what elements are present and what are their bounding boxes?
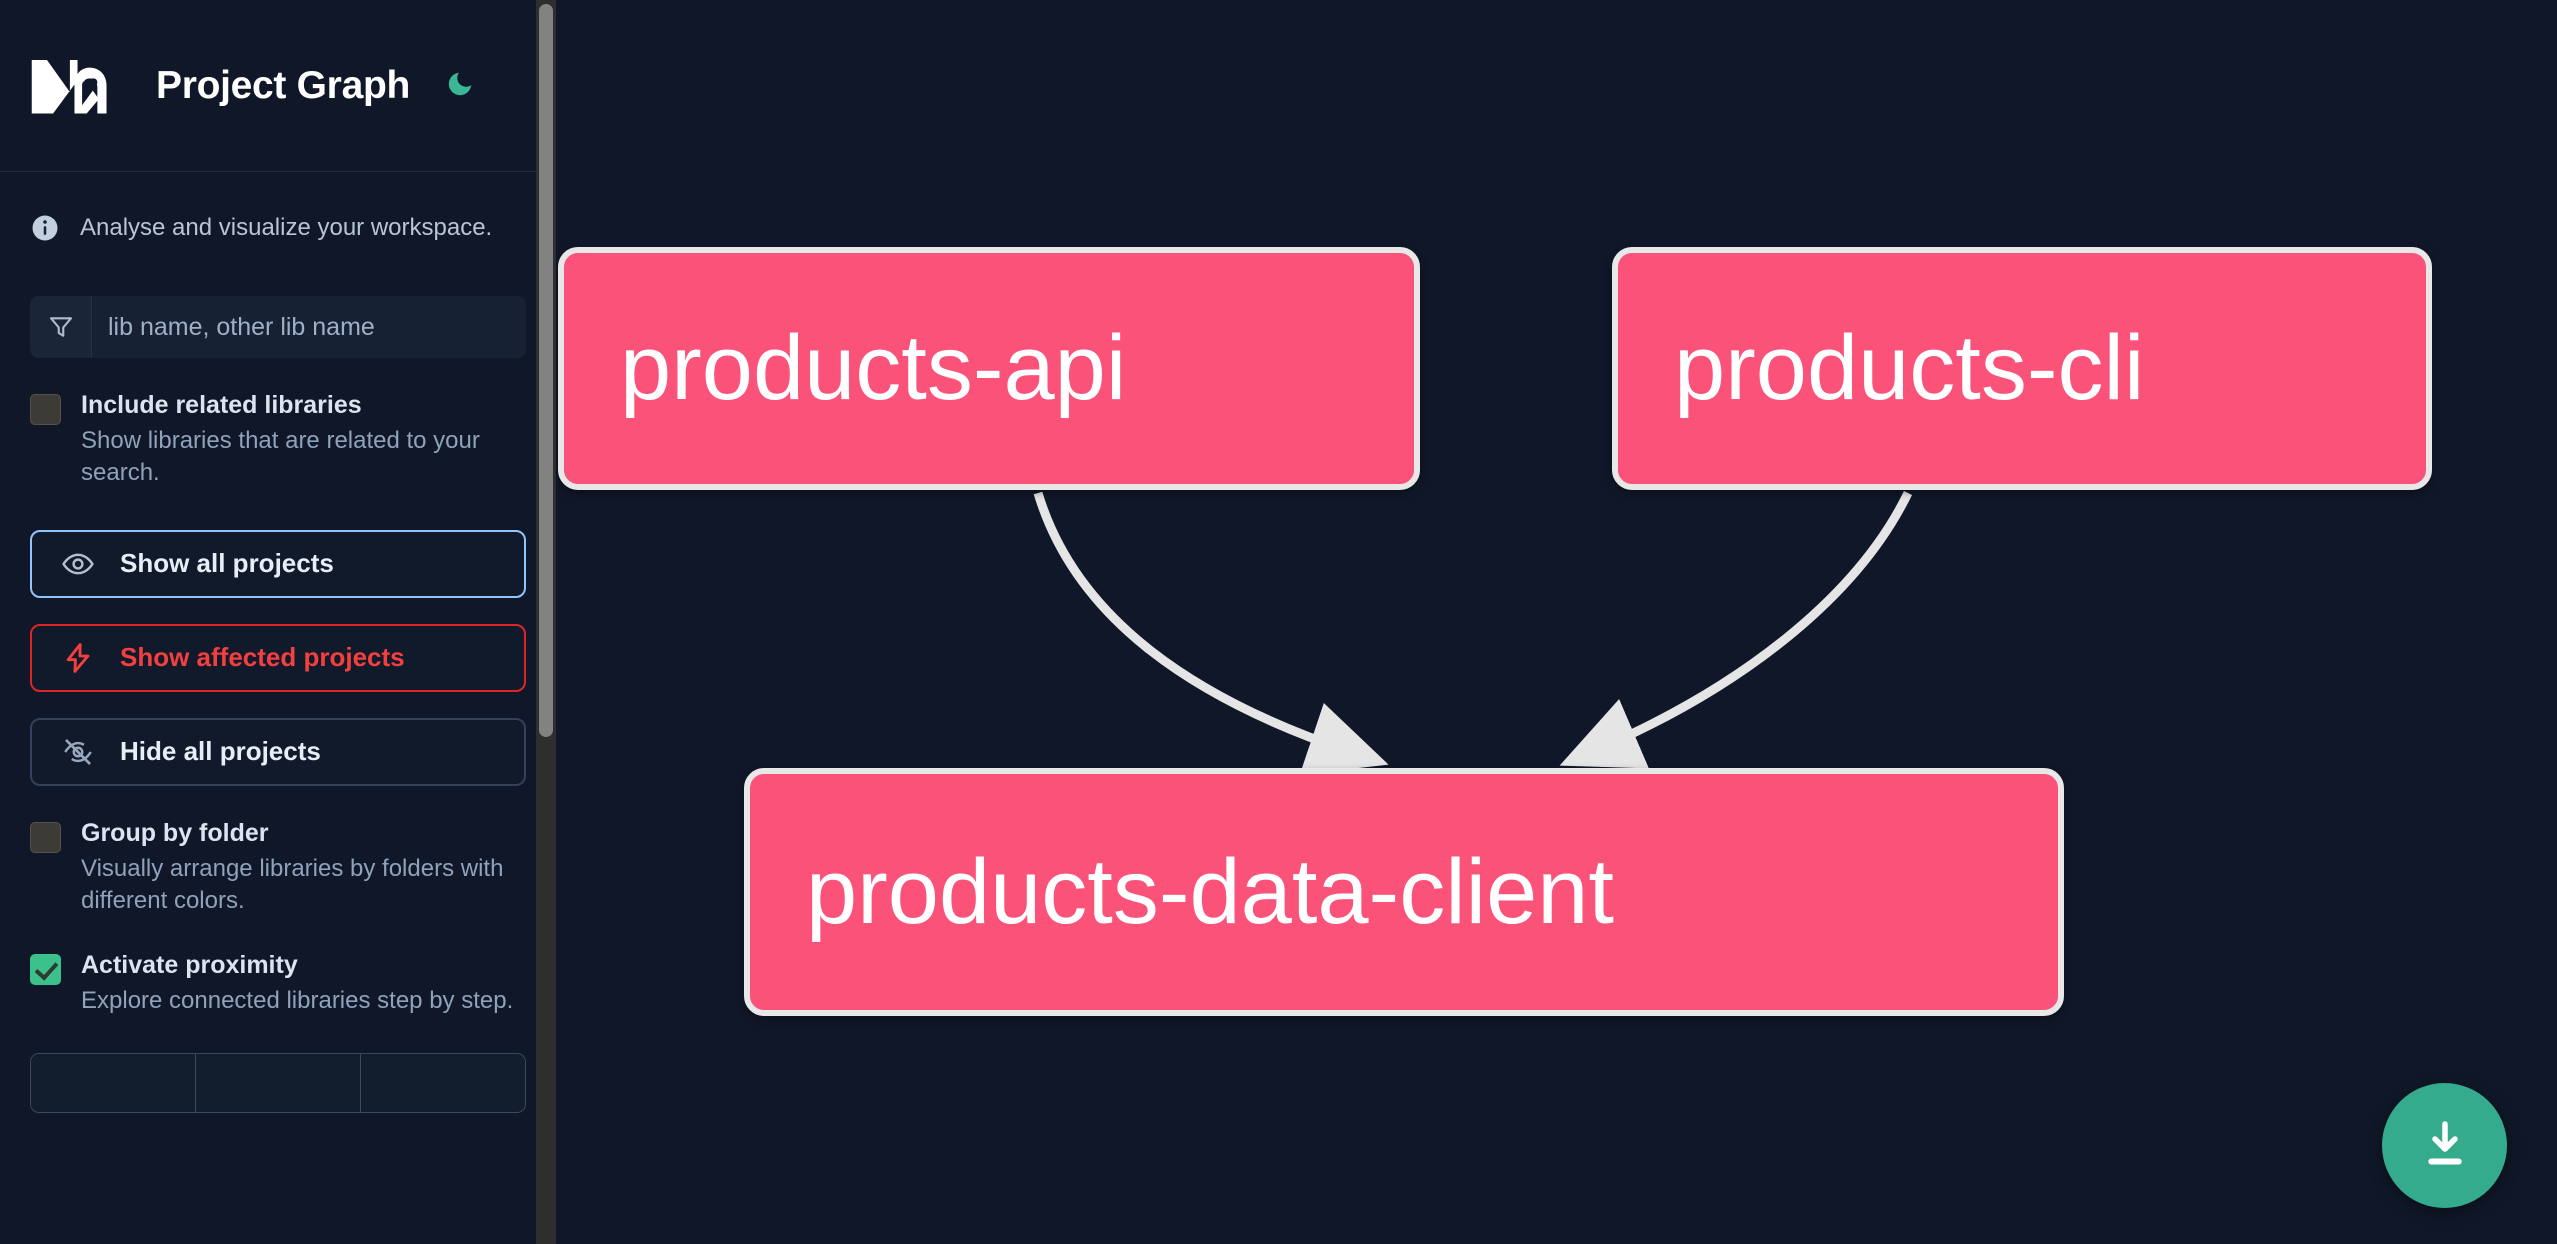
lightning-bolt-icon xyxy=(58,641,98,675)
proximity-step-segmented-control[interactable] xyxy=(30,1052,526,1113)
graph-node-products-api[interactable]: products-api xyxy=(558,247,1420,490)
search-input[interactable] xyxy=(92,296,526,358)
info-icon xyxy=(30,213,60,243)
edge-products-cli-to-products-data-client xyxy=(1559,491,1913,769)
filter-bar xyxy=(30,296,526,358)
segment-option[interactable] xyxy=(361,1053,525,1112)
download-icon xyxy=(2415,1114,2475,1177)
graph-node-products-cli[interactable]: products-cli xyxy=(1612,247,2432,490)
funnel-icon[interactable] xyxy=(30,296,92,358)
hide-all-projects-label: Hide all projects xyxy=(120,736,321,767)
download-graph-button[interactable] xyxy=(2382,1083,2507,1208)
moon-icon xyxy=(445,69,475,102)
graph-node-label: products-data-client xyxy=(806,840,1614,943)
checkbox-label: Activate proximity xyxy=(81,950,298,979)
tagline-text: Analyse and visualize your workspace. xyxy=(80,214,493,241)
checkbox-include-related-libraries[interactable]: Include related libraries Show libraries… xyxy=(0,390,556,490)
sidebar: Project Graph Ana xyxy=(0,0,556,1244)
checkbox-description: Show libraries that are related to your … xyxy=(81,427,480,487)
graph-node-products-data-client[interactable]: products-data-client xyxy=(744,768,2064,1016)
checkbox-description: Visually arrange libraries by folders wi… xyxy=(81,854,504,915)
checkbox-label: Group by folder xyxy=(81,818,269,847)
show-affected-projects-button[interactable]: Show affected projects xyxy=(30,623,526,692)
graph-canvas[interactable]: products-api products-cli products-data-… xyxy=(556,0,2557,1244)
segment-option[interactable] xyxy=(196,1053,361,1112)
checkbox-group-by-folder[interactable]: Group by folder Visually arrange librari… xyxy=(0,818,556,918)
sidebar-scrollbar-track[interactable] xyxy=(536,0,556,1244)
sidebar-header: Project Graph xyxy=(0,0,556,172)
hide-all-projects-button[interactable]: Hide all projects xyxy=(30,717,526,786)
checkbox-description: Explore connected libraries step by step… xyxy=(81,986,514,1014)
edge-products-api-to-products-data-client xyxy=(1033,491,1389,775)
show-all-projects-button[interactable]: Show all projects xyxy=(30,529,526,598)
nx-logo xyxy=(30,57,122,115)
show-all-projects-label: Show all projects xyxy=(120,548,334,579)
page-title: Project Graph xyxy=(156,63,410,107)
visibility-button-group: Show all projects Show affected projects xyxy=(0,529,556,786)
tagline: Analyse and visualize your workspace. xyxy=(0,172,556,254)
eye-off-icon xyxy=(58,735,98,769)
graph-node-label: products-api xyxy=(620,317,1127,419)
show-affected-projects-label: Show affected projects xyxy=(120,642,405,673)
checkbox-box[interactable] xyxy=(30,394,61,425)
graph-edges xyxy=(1033,491,1913,775)
sidebar-scrollbar-thumb[interactable] xyxy=(539,4,553,737)
segment-option[interactable] xyxy=(31,1053,196,1112)
theme-toggle-button[interactable] xyxy=(440,66,480,106)
checkbox-activate-proximity[interactable]: Activate proximity Explore connected lib… xyxy=(0,950,556,1017)
checkbox-label: Include related libraries xyxy=(81,391,362,419)
eye-icon xyxy=(58,547,98,581)
checkbox-box[interactable] xyxy=(30,821,61,853)
graph-node-label: products-cli xyxy=(1674,317,2145,419)
checkbox-box[interactable] xyxy=(30,953,61,985)
